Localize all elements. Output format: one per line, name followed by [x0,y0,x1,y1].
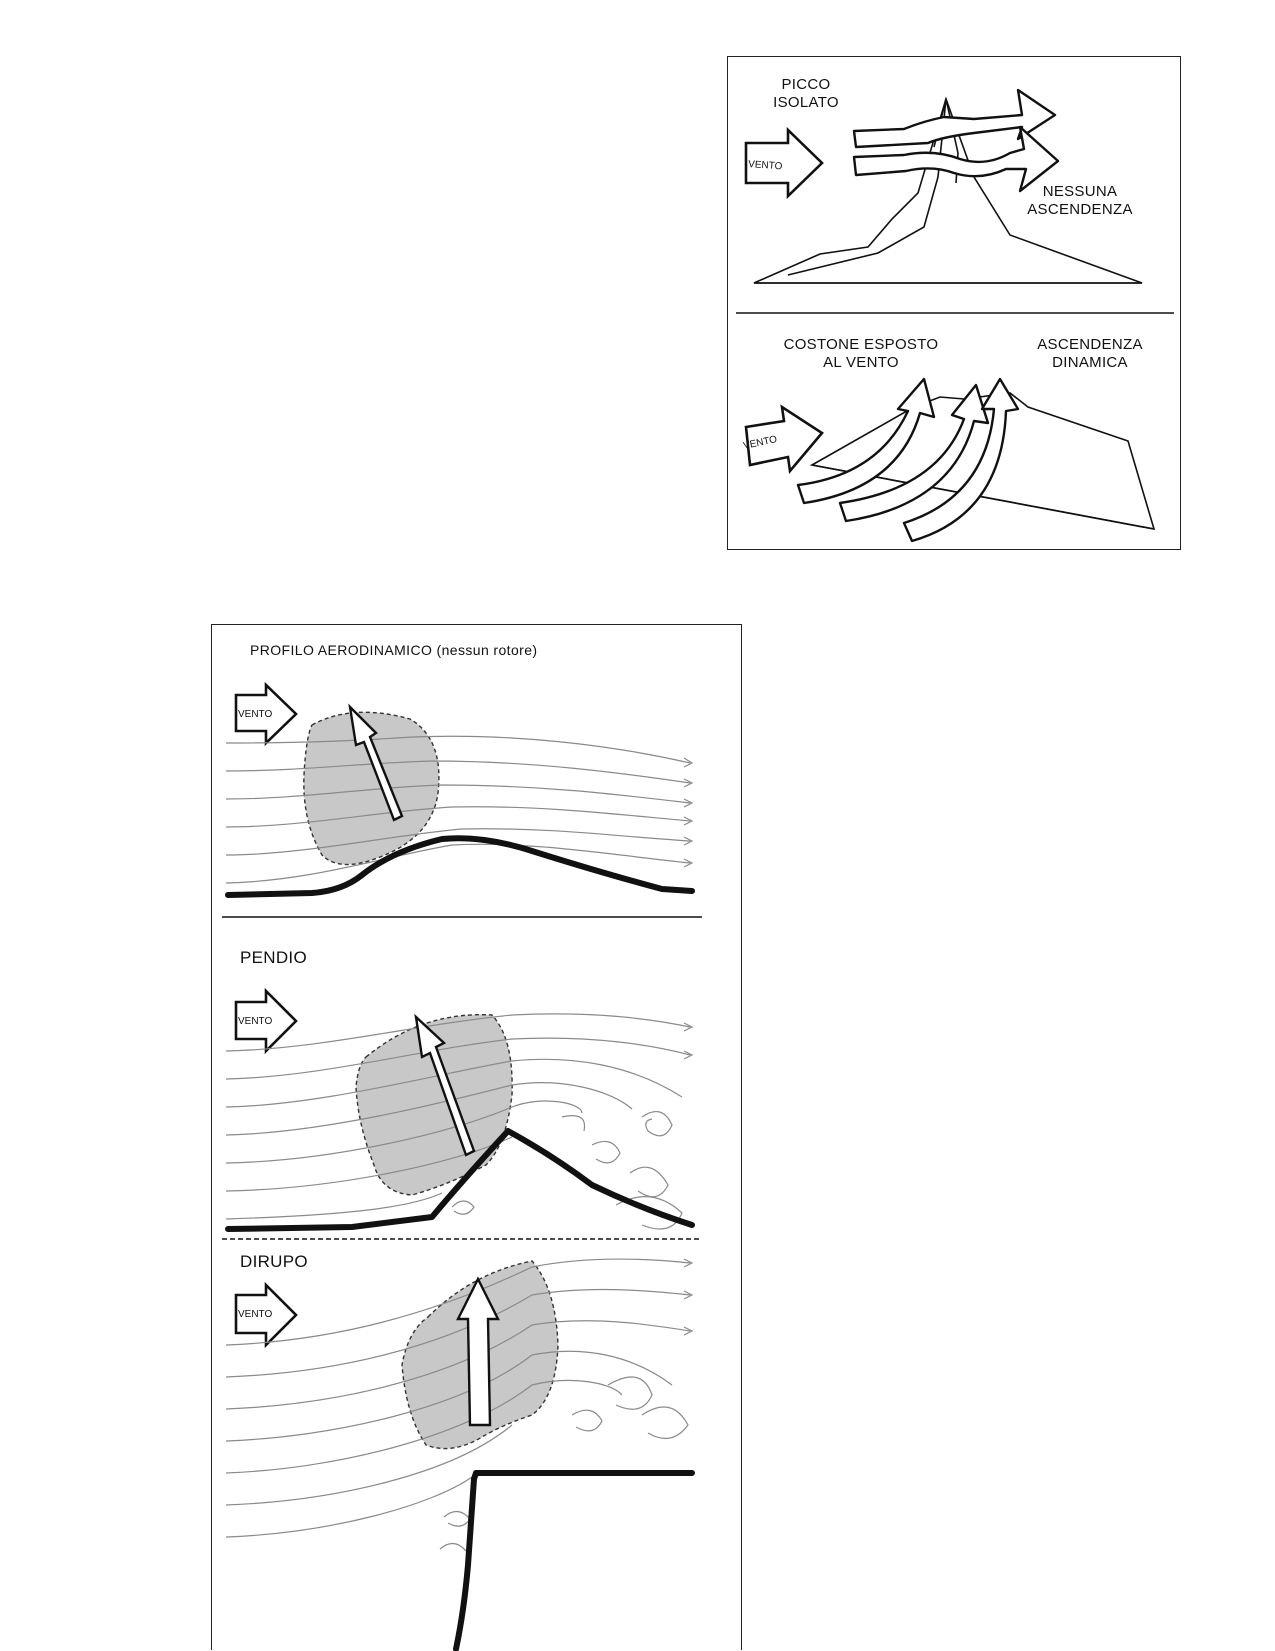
wind-arrow-icon [744,126,824,200]
slope-lift-diagram: PICCO ISOLATO VENTO NESSUNA ASCENDENZA C… [736,76,1174,543]
slope-section: PENDIO VENTO [222,948,702,1240]
exposed-ridge-section: COSTONE ESPOSTO AL VENTO ASCENDENZA DINA… [742,336,1156,543]
exposed-ridge-title-line1: COSTONE ESPOSTO [784,336,939,353]
isolated-peak-title-line1: PICCO [781,76,830,93]
no-lift-label-line1: NESSUNA [1043,183,1118,200]
dynamic-lift-label-line2: DINAMICA [1052,354,1128,371]
rising-air-arrow-3 [902,377,1020,543]
dynamic-lift-label-line1: ASCENDENZA [1037,336,1143,353]
lift-zone [303,711,440,866]
aerodynamic-profile-section: PROFILO AERODINAMICO (nessun rotore) VEN… [222,642,702,918]
wind-arrow-icon [234,681,298,747]
wind-arrow-icon [234,987,298,1055]
wind-label: VENTO [238,1016,272,1027]
airflow-streamlines [225,735,694,884]
updraft-arrow-icon [348,703,404,822]
isolated-peak-section: PICCO ISOLATO VENTO NESSUNA ASCENDENZA [744,76,1143,284]
wind-label: VENTO [238,1309,272,1320]
updraft-arrow-icon [414,1013,476,1157]
slope-lift-panel: PICCO ISOLATO VENTO NESSUNA ASCENDENZA C… [727,56,1181,550]
aerodynamic-ground-profile [225,835,695,898]
cliff-ground-profile [453,1470,695,1651]
airflow-streamlines [225,1013,694,1220]
slope-ground-profile [225,1128,695,1232]
no-lift-label-line2: ASCENDENZA [1027,201,1133,218]
isolated-peak-title-line2: ISOLATO [773,94,839,111]
turbulence-rotors [451,1110,683,1230]
aerodynamic-profile-title: PROFILO AERODINAMICO (nessun rotore) [250,642,537,658]
wind-label: VENTO [238,709,272,720]
slope-title: PENDIO [240,948,307,967]
wind-arrow-icon [744,404,824,475]
cliff-title: DIRUPO [240,1252,308,1271]
rotor-profiles-panel: PROFILO AERODINAMICO (nessun rotore) VEN… [211,624,742,1651]
wind-arrow-icon [234,1281,298,1349]
rotor-profiles-diagram: PROFILO AERODINAMICO (nessun rotore) VEN… [222,642,702,1651]
updraft-arrow-icon [456,1276,500,1427]
isolated-peak-mountain [753,96,1143,284]
turbulence-rotors [439,1376,689,1552]
airflow-streamlines [225,1258,694,1538]
exposed-ridge-title-line2: AL VENTO [823,354,899,371]
cliff-section: DIRUPO VENTO [225,1252,695,1651]
flow-band-upper [852,88,1057,149]
flow-band-lower [852,125,1060,193]
wind-label: VENTO [748,159,783,172]
rising-air-arrow-2 [838,383,990,523]
rising-air-arrow-1 [796,377,936,505]
